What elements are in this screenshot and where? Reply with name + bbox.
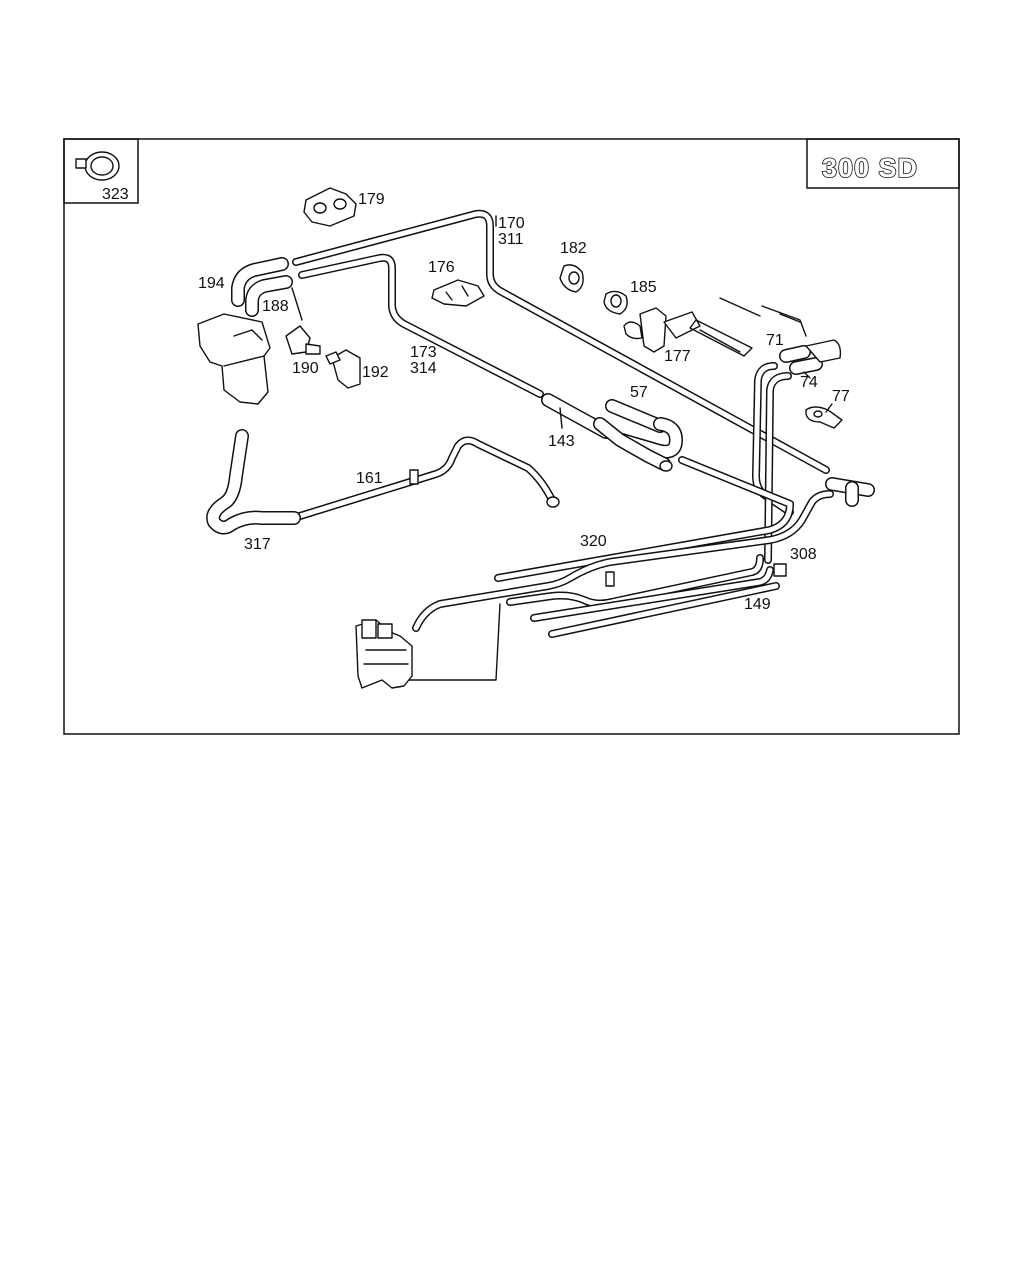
label-177: 177 (664, 348, 691, 365)
vacuum-line-149[interactable] (506, 554, 787, 638)
clip-179[interactable] (303, 187, 357, 227)
label-311: 311 (498, 231, 524, 248)
label-57: 57 (630, 384, 648, 401)
hose-317[interactable] (206, 429, 301, 535)
leader-lines (291, 215, 833, 429)
vacuum-control-unit[interactable] (355, 619, 413, 689)
label-170: 170 (498, 215, 525, 232)
vacuum-line-308[interactable] (412, 490, 834, 632)
label-317: 317 (244, 536, 271, 553)
model-badge: 300 SD (806, 138, 960, 189)
diagram-frame (63, 138, 960, 735)
label-188: 188 (262, 298, 289, 315)
vacuum-line-161[interactable] (296, 436, 560, 520)
label-314: 314 (410, 360, 437, 377)
label-173: 173 (410, 344, 437, 361)
callout-labels: 179 170 311 182 176 185 194 188 177 71 1… (198, 191, 850, 613)
label-323: 323 (102, 186, 129, 203)
label-194: 194 (198, 275, 225, 292)
hose-188[interactable] (245, 275, 293, 317)
vacuum-reservoir[interactable] (197, 313, 271, 405)
label-182: 182 (560, 240, 587, 257)
grommet-182[interactable] (559, 264, 584, 293)
clip-77[interactable] (805, 406, 843, 429)
check-valve-177[interactable] (623, 307, 701, 353)
grommet-185[interactable] (603, 290, 628, 315)
leader-valve (395, 603, 501, 681)
vacuum-line-320[interactable] (494, 456, 794, 582)
label-74: 74 (800, 374, 818, 391)
bracket-71[interactable] (689, 297, 807, 357)
label-179: 179 (358, 191, 385, 208)
label-192: 192 (362, 364, 389, 381)
label-77: 77 (832, 388, 850, 405)
clip-176[interactable] (431, 279, 485, 307)
vacuum-line-173[interactable] (298, 253, 544, 398)
connector-74[interactable] (779, 339, 842, 375)
label-71: 71 (766, 332, 784, 349)
label-149: 149 (744, 596, 771, 613)
label-143: 143 (548, 433, 575, 450)
clip-192[interactable] (325, 349, 361, 389)
label-176: 176 (428, 259, 455, 276)
label-308: 308 (790, 546, 817, 563)
hose-194[interactable] (231, 257, 289, 307)
vacuum-line-170[interactable] (292, 209, 830, 474)
model-badge-text: 300 SD (822, 153, 918, 183)
label-320: 320 (580, 533, 607, 550)
clip-190[interactable] (285, 325, 321, 355)
valve-assembly-57[interactable] (593, 399, 683, 472)
label-185: 185 (630, 279, 657, 296)
label-190: 190 (292, 360, 319, 377)
t-connector-right[interactable] (825, 477, 875, 507)
inset-clamp-323[interactable]: 323 (63, 138, 139, 204)
label-161: 161 (356, 470, 383, 487)
